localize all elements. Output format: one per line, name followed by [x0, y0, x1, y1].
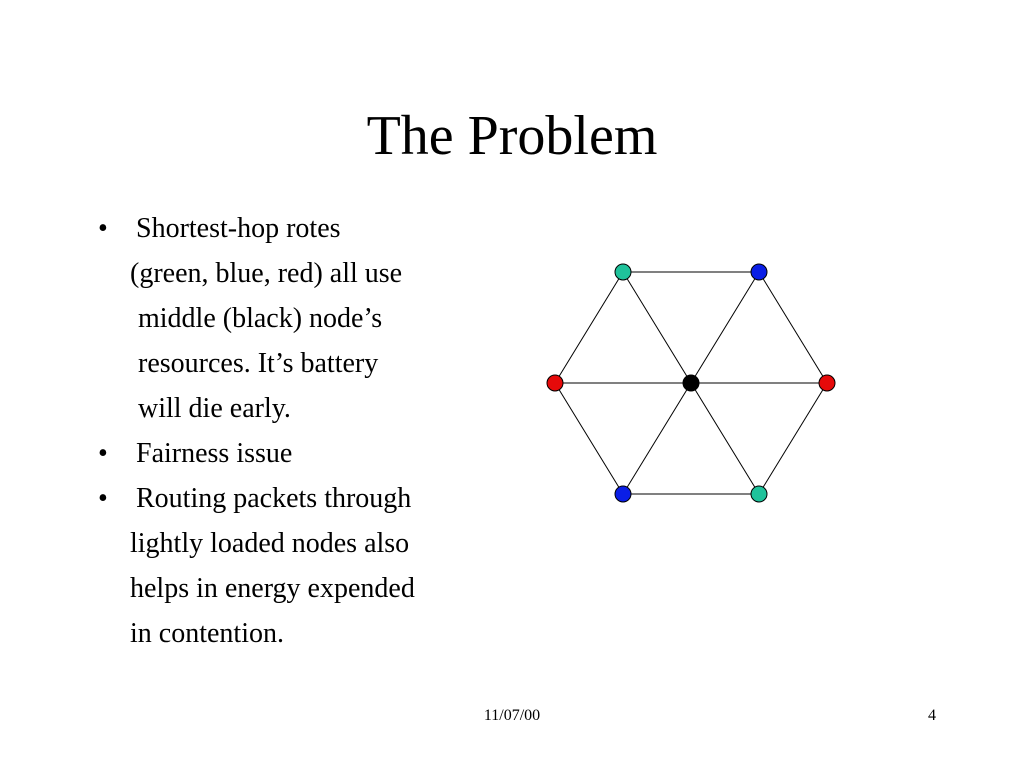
graph-nodes	[546, 263, 836, 503]
network-graph-diagram	[546, 263, 836, 503]
graph-edge	[554, 382, 624, 495]
graph-node-left	[546, 374, 564, 392]
slide-title: The Problem	[366, 105, 658, 167]
bullet-line: (green, blue, red) all use	[130, 258, 403, 289]
graph-node-bottom-right	[750, 485, 768, 503]
bullet-item-1: • Shortest-hop rotes	[92, 206, 552, 251]
bullet-line: lightly loaded nodes also	[130, 528, 410, 559]
bullet-continuation: will die early.	[92, 386, 552, 431]
graph-node-center	[682, 374, 700, 392]
bullet-continuation: middle (black) node’s	[92, 296, 552, 341]
bullet-line: Shortest-hop rotes	[136, 213, 341, 244]
bullet-item-3: • Routing packets through	[92, 476, 552, 521]
footer-date: 11/07/00	[483, 707, 541, 724]
bullet-line: helps in energy expended	[130, 573, 415, 604]
graph-edge	[758, 382, 828, 495]
graph-node-bottom-left	[614, 485, 632, 503]
bullet-item-2: • Fairness issue	[92, 431, 552, 476]
bullet-line: middle (black) node’s	[138, 303, 383, 334]
bullet-line: in contention.	[130, 618, 284, 649]
footer-page-number: 4	[928, 707, 936, 724]
bullet-marker: •	[98, 438, 108, 469]
graph-edge	[554, 271, 624, 384]
bullet-list: • Shortest-hop rotes (green, blue, red) …	[92, 206, 552, 656]
bullet-line: will die early.	[138, 393, 291, 424]
bullet-marker: •	[98, 213, 108, 244]
bullet-continuation: in contention.	[92, 611, 552, 656]
bullet-continuation: helps in energy expended	[92, 566, 552, 611]
bullet-marker: •	[98, 483, 108, 514]
bullet-line: Routing packets through	[136, 483, 412, 514]
bullet-continuation: lightly loaded nodes also	[92, 521, 552, 566]
bullet-line: resources. It’s battery	[138, 348, 379, 379]
bullet-continuation: (green, blue, red) all use	[92, 251, 552, 296]
graph-node-top-left	[614, 263, 632, 281]
graph-node-top-right	[750, 263, 768, 281]
bullet-continuation: resources. It’s battery	[92, 341, 552, 386]
graph-node-right	[818, 374, 836, 392]
graph-edge	[758, 271, 828, 384]
bullet-line: Fairness issue	[136, 438, 293, 469]
